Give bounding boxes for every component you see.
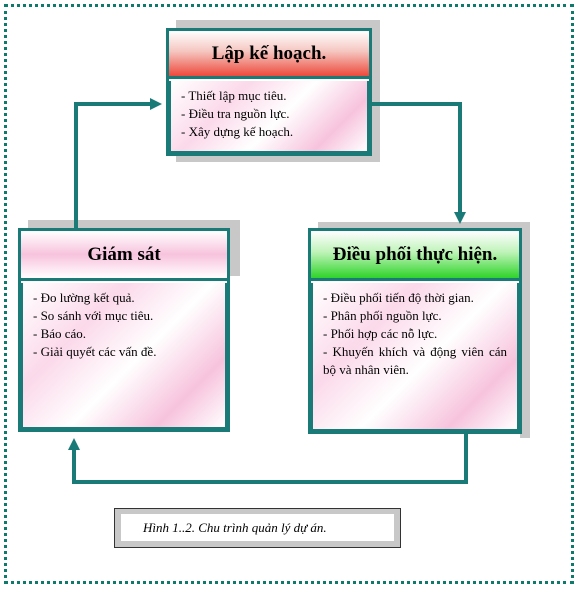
plan-list: - Thiết lập mục tiêu. - Điều tra nguồn l… [169,81,369,153]
coordinate-title: Điều phối thực hiện. [311,231,519,281]
dotted-frame [4,4,574,584]
coordinate-list: - Điều phối tiến độ thời gian. - Phân ph… [311,283,519,431]
plan-box: Lập kế hoạch. - Thiết lập mục tiêu. - Đi… [166,28,372,156]
monitor-box: Giám sát - Đo lường kết quả. - So sánh v… [18,228,230,432]
plan-item: - Xây dựng kế hoạch. [181,124,294,139]
monitor-list: - Đo lường kết quả. - So sánh với mục ti… [21,283,227,429]
figure-caption: Hình 1..2. Chu trình quản lý dự án. [121,514,394,541]
arrow-monitor-to-plan [74,98,162,228]
arrow-plan-to-coordinate [372,102,466,224]
coordinate-item: - Khuyến khích và động viên cán bộ và nh… [323,344,507,377]
coordinate-item: - Phân phối nguồn lực. [323,308,442,323]
monitor-title: Giám sát [21,231,227,281]
coordinate-body-shadow [520,278,530,438]
coordinate-item: - Điều phối tiến độ thời gian. [323,290,474,305]
monitor-item: - Giải quyết các vấn đề. [33,344,157,359]
coordinate-box: Điều phối thực hiện. - Điều phối tiến độ… [308,228,522,434]
monitor-item: - So sánh với mục tiêu. [33,308,154,323]
arrow-coordinate-to-monitor [68,434,468,484]
figure-caption-box: Hình 1..2. Chu trình quản lý dự án. [114,508,401,548]
monitor-item: - Báo cáo. [33,326,87,341]
plan-item: - Thiết lập mục tiêu. [181,88,287,103]
plan-item: - Điều tra nguồn lực. [181,106,290,121]
monitor-item: - Đo lường kết quả. [33,290,135,305]
coordinate-item: - Phối hợp các nỗ lực. [323,326,438,341]
plan-title: Lập kế hoạch. [169,31,369,79]
